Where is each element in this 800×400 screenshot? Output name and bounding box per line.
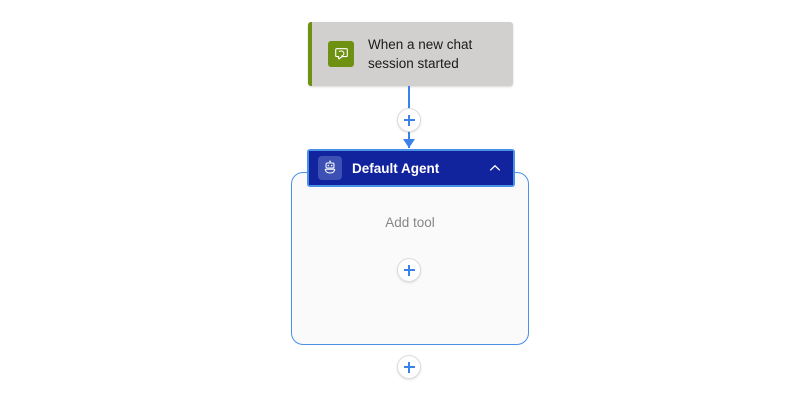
add-step-button-bottom[interactable] xyxy=(397,355,421,379)
agent-header-content: Default Agent xyxy=(309,151,513,185)
chat-bubble-icon xyxy=(328,41,354,67)
add-step-button-top[interactable] xyxy=(397,108,421,132)
trigger-accent-bar xyxy=(308,22,312,86)
add-tool-label: Add tool xyxy=(385,215,435,230)
connector-arrowhead xyxy=(403,139,415,148)
agent-title: Default Agent xyxy=(352,160,440,176)
add-tool-button[interactable] xyxy=(397,258,421,282)
robot-icon xyxy=(318,156,342,180)
agent-node-header[interactable]: Default Agent xyxy=(307,149,515,187)
trigger-card[interactable]: When a new chat session started xyxy=(308,22,513,86)
chevron-up-icon[interactable] xyxy=(486,159,504,177)
trigger-label: When a new chat session started xyxy=(368,37,473,71)
